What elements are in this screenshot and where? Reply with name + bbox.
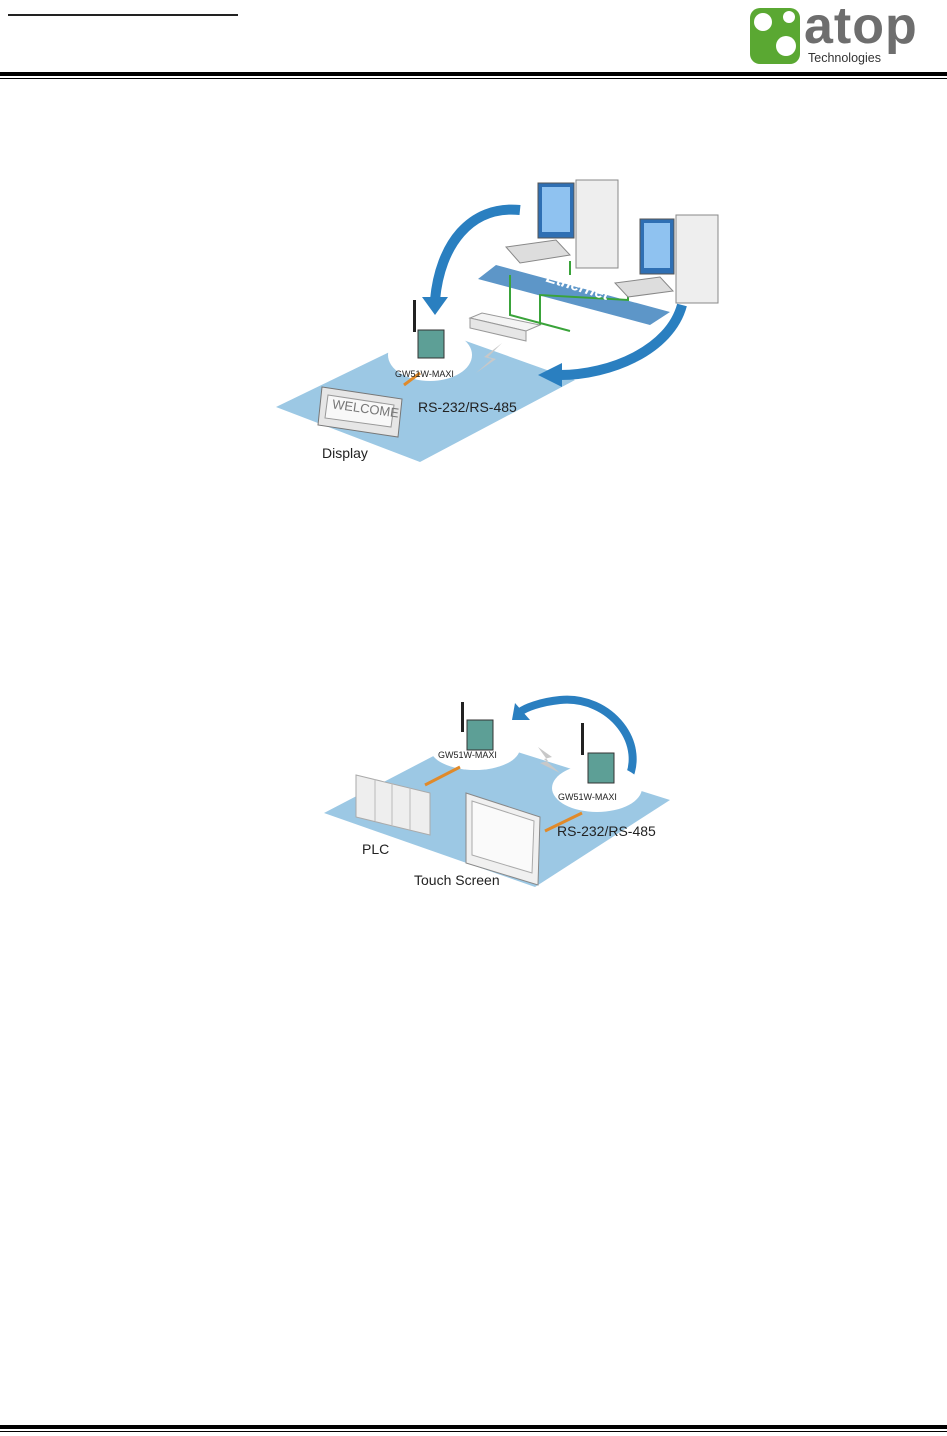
display-label: Display	[322, 445, 368, 461]
computer-2-icon	[615, 215, 718, 303]
device-a-label: GW51W-MAXI	[438, 750, 497, 760]
plc-label: PLC	[362, 841, 389, 857]
touch-screen-label: Touch Screen	[414, 872, 500, 888]
figure-wireless-plc-touchscreen: GW51W-MAXI GW51W-MAXI RS-232/RS-485 PLC …	[320, 675, 675, 895]
serial-label: RS-232/RS-485	[418, 399, 517, 415]
header-rule	[0, 72, 947, 76]
atop-logo: atop Technologies	[746, 2, 942, 68]
header-rule-thin	[0, 78, 947, 79]
footer-rule	[0, 1425, 947, 1429]
figure-wireless-ethernet-display: Ethernet GW51W-MAXI RS-232/RS-485 WELCOM…	[270, 175, 730, 470]
serial-label: RS-232/RS-485	[557, 823, 656, 839]
atop-logo-mark-icon	[746, 2, 810, 68]
footer-rule-thin	[0, 1431, 947, 1432]
logo-subtitle: Technologies	[808, 51, 881, 65]
device-b-label: GW51W-MAXI	[558, 792, 617, 802]
logo-wordmark: atop	[804, 0, 918, 52]
header-underline	[8, 14, 238, 16]
device-label: GW51W-MAXI	[395, 369, 454, 379]
computer-1-icon	[506, 180, 618, 268]
access-point-icon	[470, 313, 540, 341]
